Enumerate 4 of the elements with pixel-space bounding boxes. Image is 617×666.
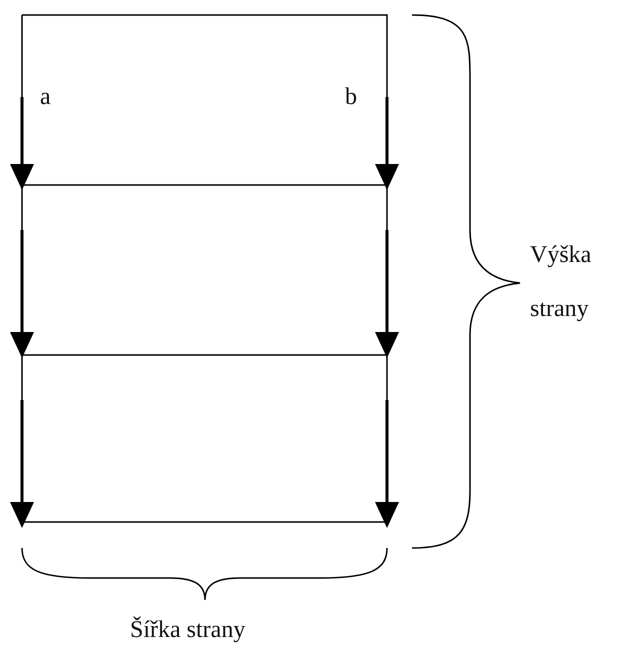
column-label: b [345,83,357,112]
height-label: Výška strany [530,241,592,324]
column-label: a [40,83,51,112]
width-label: Šířka strany [130,615,246,645]
